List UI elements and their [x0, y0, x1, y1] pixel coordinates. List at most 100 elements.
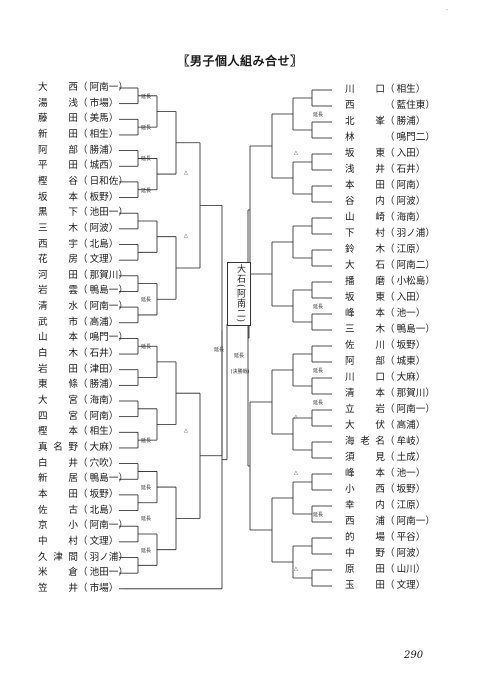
player-school: 池一 [396, 308, 416, 319]
player-school: 阿南一 [396, 404, 426, 415]
player-school: 鴨島一 [89, 473, 119, 485]
player-school: 相生 [89, 426, 109, 438]
left-player-row: 山本（鳴門一） [38, 332, 128, 344]
player-name: 川口 [345, 84, 385, 95]
player-name: 中村 [38, 535, 78, 547]
triangle-mark: △ [294, 150, 298, 156]
left-player-row: 米倉（池田一） [38, 567, 128, 579]
extension-note: 延長 [141, 156, 152, 163]
player-school: 阿波 [396, 196, 416, 207]
player-name: 大西 [38, 82, 78, 93]
right-player-row: 玉田（文理） [345, 580, 426, 591]
right-player-row: 的場（平谷） [345, 532, 426, 543]
player-name: 河田 [38, 269, 78, 281]
right-player-row: 幸内（江原） [345, 500, 426, 511]
player-name: 立岩 [345, 404, 385, 415]
right-player-row: 谷内（阿波） [345, 196, 426, 207]
right-player-row: 海老名（牟岐） [345, 436, 426, 447]
player-school: 城東 [396, 356, 416, 367]
player-name: 中野 [345, 548, 385, 559]
left-player-row: 京小（阿南一） [38, 520, 128, 532]
player-school: 池一 [396, 468, 416, 479]
player-school: 江原 [396, 244, 416, 255]
right-player-row: 川口（相生） [345, 84, 426, 95]
player-name: 本田 [38, 488, 78, 500]
extension-note: 延長 [313, 368, 324, 374]
player-name: 佐川 [345, 340, 385, 351]
left-player-row: 白木（石井） [38, 348, 119, 360]
player-school: 北島 [89, 504, 109, 516]
left-player-row: 三木（阿波） [38, 222, 119, 234]
right-player-row: 立岩（阿南一） [345, 404, 435, 415]
left-player-row: 清水（阿南一） [38, 301, 128, 313]
right-player-row: 鈴木（江原） [345, 244, 426, 255]
left-player-row: 藤田（美馬） [38, 113, 119, 125]
player-name: 佐古 [38, 504, 78, 516]
right-player-row: 大石（阿南二） [345, 260, 435, 271]
player-name: 大伏 [345, 420, 385, 431]
extension-note: 延長 [313, 112, 324, 118]
extension-note: 延長 [141, 187, 152, 194]
player-school: 阿南一 [396, 516, 426, 527]
player-school: 文理 [89, 535, 109, 547]
player-school: 鴨島一 [89, 285, 119, 297]
extension-note: 延長 [313, 304, 324, 310]
player-school: 土成 [396, 452, 416, 463]
extension-note: 延長 [141, 547, 152, 554]
right-player-row: 三木（鴨島一） [345, 324, 435, 335]
player-school: 池田一 [89, 207, 119, 219]
player-school: 藍住東 [396, 100, 426, 111]
triangle-mark: △ [184, 428, 188, 435]
right-player-row: 阿部（城東） [345, 356, 426, 367]
player-name: 鈴木 [345, 244, 385, 255]
player-school: 文理 [396, 580, 416, 591]
player-name: 小西 [345, 484, 385, 495]
player-school: 平谷 [396, 532, 416, 543]
player-name: 平田 [38, 160, 78, 172]
extension-note: 延長 [141, 344, 152, 351]
left-player-row: 西宇（北島） [38, 238, 119, 250]
triangle-mark: △ [294, 414, 298, 420]
left-player-row: 本田（坂野） [38, 488, 119, 500]
player-name: 岩田 [38, 363, 78, 375]
extension-note: 延長 [141, 485, 152, 492]
champion-name: 大石 [235, 264, 245, 285]
player-school: 池田一 [89, 567, 119, 579]
left-player-row: 白井（穴吹） [38, 457, 119, 469]
player-name: 藤田 [38, 113, 78, 125]
player-name: 的場 [345, 532, 385, 543]
right-player-row: 清本（那賀川） [345, 388, 435, 399]
player-name: 本田 [345, 180, 385, 191]
right-player-row: 峰本（池一） [345, 308, 426, 319]
player-name: 真名野 [38, 441, 78, 453]
player-name: 白木 [38, 348, 78, 360]
left-player-row: 武市（高浦） [38, 316, 119, 328]
right-player-row: 林（鳴門二） [345, 132, 435, 143]
extension-note: 延長 [141, 125, 152, 132]
player-school: 那賀川 [396, 388, 426, 399]
player-name: 西宇 [38, 238, 78, 250]
player-school: 阿南一 [89, 520, 119, 532]
triangle-mark: △ [294, 470, 298, 476]
left-player-row: 佐古（北島） [38, 504, 119, 516]
left-player-row: 新田（相生） [38, 128, 119, 140]
left-player-row: 岩田（津田） [38, 363, 119, 375]
player-school: 阿南一 [89, 82, 119, 93]
right-player-row: 下村（羽ノ浦） [345, 228, 435, 239]
player-school: 坂野 [89, 488, 109, 500]
player-name: 清水 [38, 301, 78, 313]
player-school: 穴吹 [89, 457, 109, 469]
player-name: 玉田 [345, 580, 385, 591]
left-player-row: 四宮（阿南） [38, 410, 119, 422]
player-name: 山崎 [345, 212, 385, 223]
page-title: 〖男子個人組み合せ〗 [177, 54, 303, 68]
player-name: 須見 [345, 452, 385, 463]
player-school: 相生 [396, 84, 416, 95]
left-player-row: 岩雲（鴨島一） [38, 285, 128, 297]
left-player-row: 坂本（板野） [38, 191, 119, 203]
left-player-row: 樫本（相生） [38, 426, 119, 438]
player-school: 鳴門一 [89, 332, 119, 344]
right-player-row: 須見（土成） [345, 452, 426, 463]
player-school: 牟岐 [396, 436, 416, 447]
